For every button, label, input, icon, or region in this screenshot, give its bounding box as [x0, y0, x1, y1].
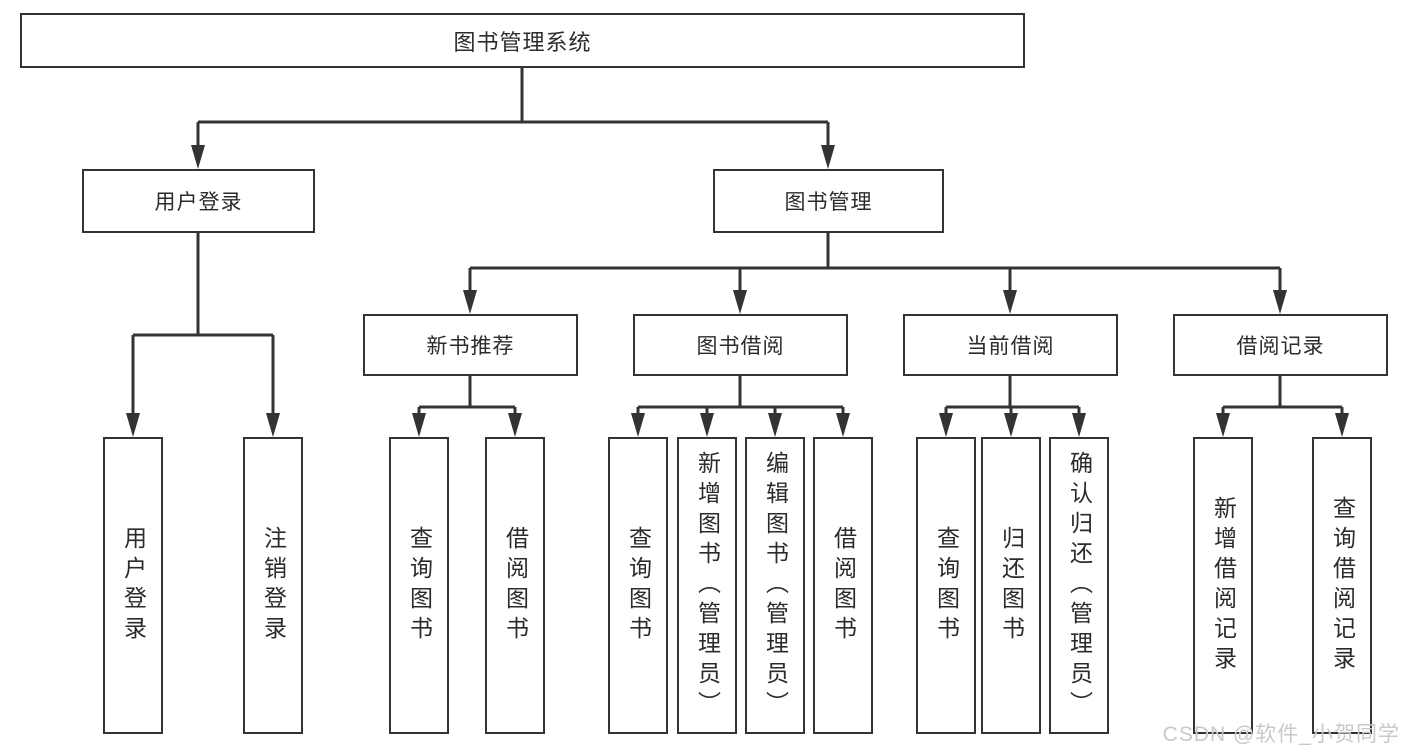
- leaf-label: 用户登录: [120, 525, 147, 646]
- leaf-label: 编辑图书（管理员）: [762, 450, 789, 721]
- leaf-edit-books-admin: 编辑图书（管理员）: [745, 437, 805, 734]
- leaf-return-books: 归还图书: [981, 437, 1041, 734]
- node-current-borrow: 当前借阅: [903, 314, 1118, 376]
- leaf-add-books-admin: 新增图书（管理员）: [677, 437, 737, 734]
- leaf-label: 归还图书: [998, 525, 1025, 646]
- leaf-label: 新增借阅记录: [1210, 495, 1237, 676]
- leaf-query-books-2: 查询图书: [608, 437, 668, 734]
- node-library-system: 图书管理系统: [20, 13, 1025, 68]
- leaf-borrow-books-1: 借阅图书: [485, 437, 545, 734]
- leaf-confirm-return-admin: 确认归还（管理员）: [1049, 437, 1109, 734]
- leaf-label: 查询图书: [933, 525, 960, 646]
- leaf-logout: 注销登录: [243, 437, 303, 734]
- node-borrow-records: 借阅记录: [1173, 314, 1388, 376]
- leaf-label: 查询借阅记录: [1329, 495, 1356, 676]
- node-new-book-recommend: 新书推荐: [363, 314, 578, 376]
- node-user-login: 用户登录: [82, 169, 315, 233]
- leaf-query-books-3: 查询图书: [916, 437, 976, 734]
- leaf-query-books-1: 查询图书: [389, 437, 449, 734]
- leaf-label: 新增图书（管理员）: [694, 450, 721, 721]
- leaf-add-borrow-record: 新增借阅记录: [1193, 437, 1253, 734]
- arrowheads: [126, 145, 1349, 437]
- leaf-label: 查询图书: [625, 525, 652, 646]
- node-book-management: 图书管理: [713, 169, 944, 233]
- leaf-borrow-books-2: 借阅图书: [813, 437, 873, 734]
- node-book-borrow: 图书借阅: [633, 314, 848, 376]
- tree-branch-lines: [131, 68, 1344, 416]
- leaf-label: 查询图书: [406, 525, 433, 646]
- leaf-user-login: 用户登录: [103, 437, 163, 734]
- leaf-label: 确认归还（管理员）: [1066, 450, 1093, 721]
- leaf-label: 注销登录: [260, 525, 287, 646]
- leaf-query-borrow-record: 查询借阅记录: [1312, 437, 1372, 734]
- leaf-label: 借阅图书: [502, 525, 529, 646]
- leaf-label: 借阅图书: [830, 525, 857, 646]
